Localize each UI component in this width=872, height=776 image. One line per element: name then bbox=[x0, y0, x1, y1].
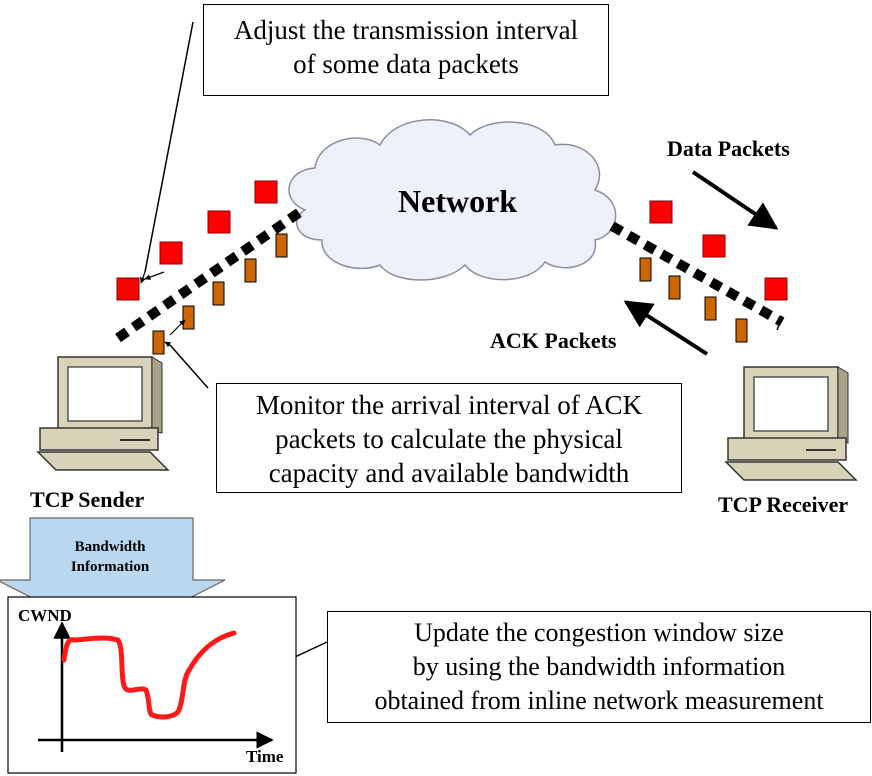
update-callout-line2: by using the bandwidth information bbox=[412, 652, 786, 681]
adjust-callout-line1: Adjust the transmission interval bbox=[233, 15, 579, 45]
data-packet bbox=[116, 277, 140, 301]
data-packet bbox=[254, 180, 278, 204]
data-packets-label: Data Packets bbox=[667, 136, 790, 161]
ack-packet bbox=[182, 305, 195, 330]
ack-packet bbox=[735, 318, 748, 343]
ack-packet bbox=[244, 258, 257, 283]
ack-packet bbox=[275, 233, 288, 258]
network-label: Network bbox=[398, 183, 518, 219]
bandwidth-info-line1: Bandwidth bbox=[74, 539, 146, 555]
sender-computer-icon bbox=[36, 356, 170, 471]
ack-direction-arrow bbox=[623, 300, 709, 356]
bandwidth-info-line2: Information bbox=[70, 559, 150, 575]
receiver-link bbox=[609, 221, 785, 327]
ack-packets-label: ACK Packets bbox=[490, 328, 617, 353]
adjust-callout-line2: of some data packets bbox=[293, 49, 519, 79]
cwnd-xlabel: Time bbox=[246, 747, 284, 766]
ack-packet bbox=[668, 275, 681, 300]
monitor-callout-box: Monitor the arrival interval of ACK pack… bbox=[216, 383, 682, 493]
ack-packet bbox=[212, 281, 225, 306]
data-packet bbox=[649, 200, 673, 224]
update-callout-line3: obtained from inline network measurement bbox=[374, 686, 824, 715]
update-callout-box: Update the congestion window size by usi… bbox=[327, 611, 871, 723]
data-packet bbox=[159, 241, 183, 265]
update-callout-line1: Update the congestion window size bbox=[414, 618, 784, 647]
ack-packet bbox=[704, 296, 717, 321]
data-packet bbox=[764, 277, 788, 301]
receiver-computer-icon bbox=[724, 366, 858, 481]
monitor-callout-line1: Monitor the arrival interval of ACK bbox=[255, 390, 643, 420]
tcp-sender-label: TCP Sender bbox=[30, 487, 145, 512]
data-packet bbox=[207, 210, 231, 234]
network-cloud bbox=[288, 119, 617, 281]
monitor-callout-line3: capacity and available bandwidth bbox=[268, 458, 630, 488]
cwnd-ylabel: CWND bbox=[18, 606, 72, 625]
ack-packet bbox=[639, 257, 652, 282]
data-packet bbox=[702, 234, 726, 258]
ack-packet bbox=[152, 330, 165, 355]
monitor-callout-line2: packets to calculate the physical bbox=[275, 424, 623, 454]
data-direction-arrow bbox=[691, 170, 779, 230]
adjust-callout-box: Adjust the transmission interval of some… bbox=[203, 4, 609, 96]
tcp-receiver-label: TCP Receiver bbox=[718, 492, 849, 517]
cwnd-curve bbox=[61, 630, 237, 720]
bandwidth-info-label: Bandwidth Information bbox=[40, 537, 180, 577]
